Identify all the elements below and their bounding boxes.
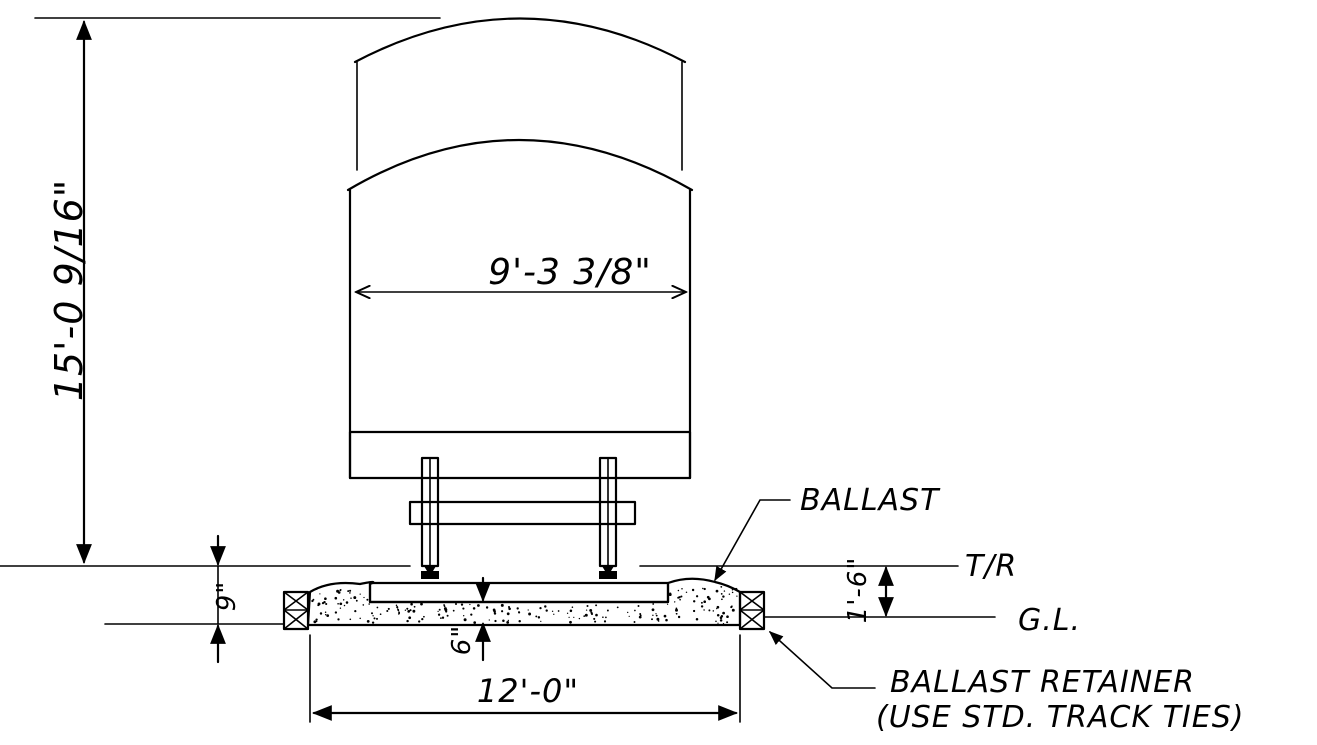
retainer-callout: BALLAST RETAINER (USE STD. TRACK TIES) — [768, 631, 1244, 735]
wheelset — [408, 456, 637, 579]
ballast-label: BALLAST — [800, 483, 941, 518]
track-width-text: 12'-0" — [477, 672, 579, 710]
ground-line-label: G.L. — [1018, 603, 1081, 638]
track-width-dimension: 12'-0" — [309, 634, 741, 723]
left-ballast-retainer — [282, 590, 310, 631]
height-dimension-text: 15'-0 9/16" — [47, 179, 91, 402]
retainer-label-line1: BALLAST RETAINER — [890, 665, 1195, 700]
left-ballast-depth-dimension: 9" — [210, 534, 242, 664]
car-width-dimension: 9'-3 3/8" — [356, 252, 686, 293]
reference-lines — [0, 17, 996, 625]
height-dimension: 15'-0 9/16" — [47, 20, 92, 564]
left-rail — [421, 566, 439, 579]
retainer-label-line2: (USE STD. TRACK TIES) — [876, 700, 1244, 735]
center-ballast-depth-dimension: 6" — [447, 576, 491, 662]
center-ballast-depth-text: 6" — [447, 625, 477, 656]
ballast-bed — [306, 577, 742, 627]
right-rail — [599, 566, 617, 579]
railcar-body — [346, 17, 694, 480]
ballast-callout: BALLAST — [714, 483, 941, 582]
left-ballast-depth-text: 9" — [212, 581, 242, 612]
top-of-rail-label: T/R — [965, 549, 1017, 584]
ballast-stipple — [311, 585, 738, 625]
rail-height-text: 1'-6" — [843, 557, 873, 624]
axle — [408, 500, 637, 526]
right-ballast-retainer — [738, 590, 766, 631]
car-width-text: 9'-3 3/8" — [488, 252, 652, 293]
rail-height-dimension: 1'-6" — [843, 557, 894, 624]
